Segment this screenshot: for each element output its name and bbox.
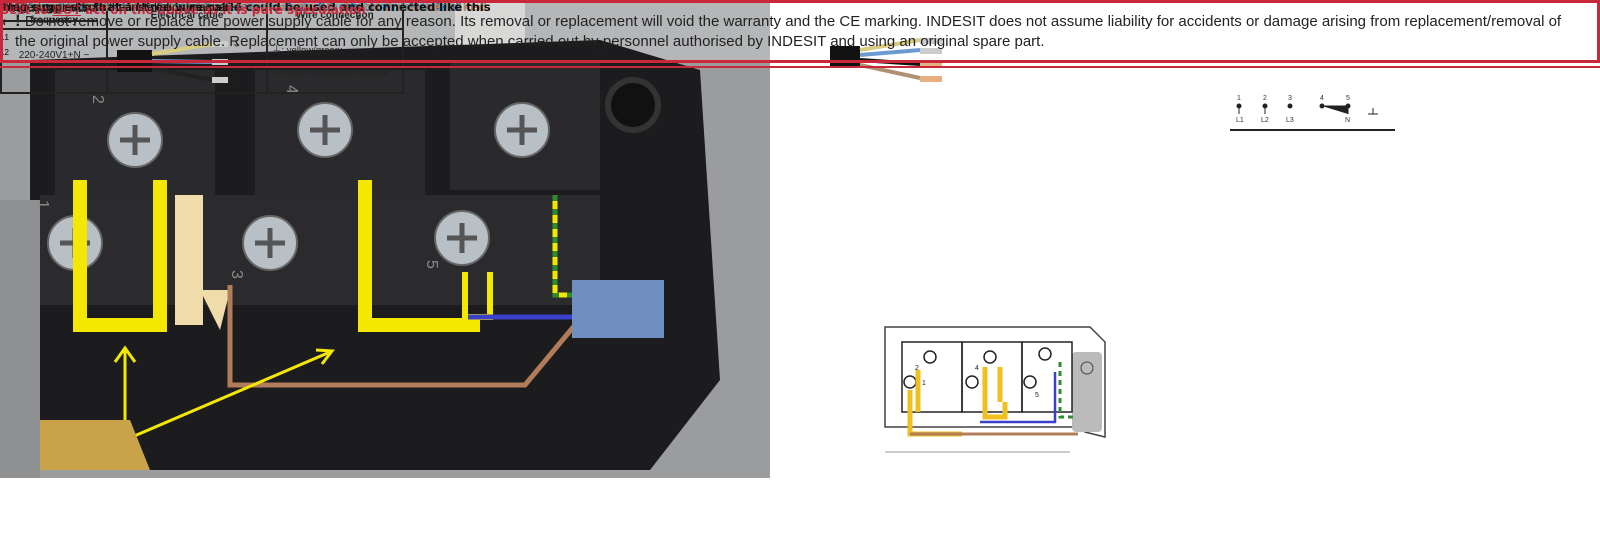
link-overlay-1-2: [73, 180, 167, 332]
svg-text:1: 1: [922, 380, 926, 387]
three-wire-diagram: 1 2 3 4 5: [884, 326, 1106, 453]
header-wire-connection: Wire connection: [266, 0, 404, 30]
note-suggests: This suggests that a three wire cable co…: [0, 0, 491, 14]
arrows: [113, 345, 335, 445]
link-overlay-4-5: [358, 180, 480, 332]
svg-text:5: 5: [1346, 95, 1350, 102]
svg-text:2: 2: [1263, 95, 1267, 102]
svg-text:L3: L3: [1286, 117, 1294, 124]
svg-text:L2: L2: [1261, 117, 1269, 124]
note-blue-linked: The two blue wires are joined hence term…: [0, 0, 463, 14]
note-but: BUT: [0, 0, 28, 14]
terminal-label-1: 1: [34, 200, 51, 209]
svg-text:2: 2: [915, 365, 919, 372]
warning-box: ! Do not remove or replace the power sup…: [0, 0, 1600, 68]
note-speculation: Best to NOT act on the above as it is pu…: [0, 3, 366, 17]
note-brown-linked: Brown and black wires are joined hence t…: [0, 0, 488, 14]
junction-box: [572, 280, 664, 338]
svg-text:L1: L1: [1236, 117, 1244, 124]
electrical-connections-diagram: 1 2 3 4 5 L1 L2 L3 N: [1230, 95, 1395, 131]
note-images-copied: Images copied from the installation manu…: [0, 0, 229, 14]
terminal-label-2: 2: [89, 95, 106, 104]
svg-text:5: 5: [1035, 392, 1039, 399]
terminal-label-3: 3: [228, 270, 245, 279]
svg-text:4: 4: [1320, 95, 1324, 102]
brown-wire: [227, 285, 577, 388]
svg-text:N: N: [1345, 117, 1350, 124]
terminal-label-5: 5: [423, 260, 440, 269]
svg-text:4: 4: [975, 365, 979, 372]
svg-text:3: 3: [1288, 95, 1292, 102]
svg-text:1: 1: [1237, 95, 1241, 102]
